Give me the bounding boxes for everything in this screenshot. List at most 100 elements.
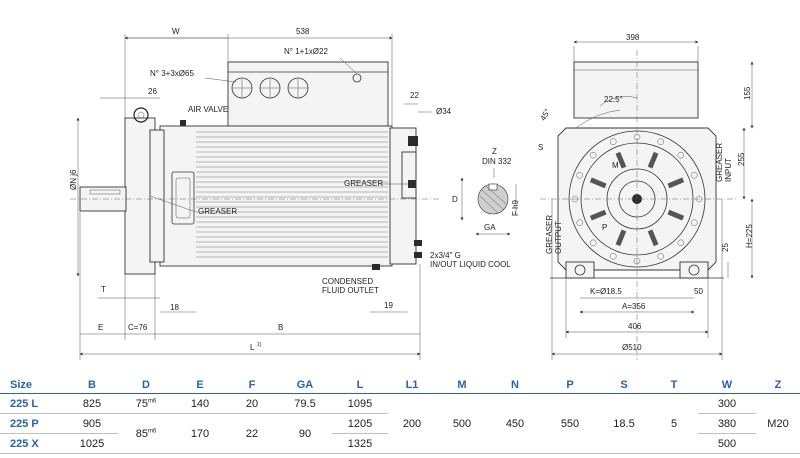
table-cell-shared: 5 bbox=[650, 393, 698, 454]
dim-155-label: 155 bbox=[743, 86, 752, 100]
table-cell: 300 bbox=[698, 393, 756, 414]
motor-dimension-drawing: W 538 N° 1+1xØ22 N° 3+3xØ65 AIR VALVE 26… bbox=[69, 27, 754, 360]
end-p-label: P bbox=[602, 223, 607, 232]
note-greaser-input: GREASERINPUT bbox=[715, 143, 733, 182]
shaft-din-label: DIN 332 bbox=[482, 157, 512, 166]
table-cell: 1095 bbox=[332, 393, 388, 414]
end-shield-vents bbox=[589, 151, 685, 247]
column-header: E bbox=[174, 377, 226, 394]
dimension-table: Size B D E F GA L L1 M N P S T W Z 22 5 L… bbox=[0, 377, 800, 454]
table-cell-shared: 200 bbox=[388, 393, 436, 454]
table-cell: 90 bbox=[278, 413, 332, 454]
dim-34-label: Ø34 bbox=[436, 107, 452, 116]
dim-n-label: ØN j6 bbox=[69, 169, 78, 190]
angle-22-label: 22.5° bbox=[604, 95, 623, 104]
table-cell: 22 bbox=[226, 413, 278, 454]
inspection-window bbox=[171, 171, 195, 225]
shaft-ga-label: GA bbox=[484, 223, 496, 232]
note-greaser-output: GREASEROUTPUT bbox=[545, 215, 563, 254]
shaft-z-label: Z bbox=[492, 147, 497, 156]
table-cell: 1025 bbox=[66, 433, 118, 454]
foot-left bbox=[565, 261, 595, 279]
end-m-label: M bbox=[612, 161, 619, 170]
table-cell-shared: 450 bbox=[488, 393, 542, 454]
column-header: P bbox=[542, 377, 598, 394]
column-header: Z bbox=[756, 377, 800, 394]
table-cell: 380 bbox=[698, 413, 756, 434]
table-cell-d: 85m6 bbox=[118, 413, 174, 454]
column-header: L bbox=[332, 377, 388, 394]
dim-k-label: K=Ø18.5 bbox=[590, 287, 622, 296]
table-cell: 1325 bbox=[332, 433, 388, 454]
shaft-section-view: Z DIN 332 D GA F h9 bbox=[452, 147, 520, 236]
dim-538-label: 538 bbox=[296, 27, 310, 36]
end-s-label: S bbox=[538, 143, 543, 152]
dim-t-label: T bbox=[101, 285, 106, 294]
dim-50-label: 50 bbox=[694, 287, 703, 296]
column-header: T bbox=[650, 377, 698, 394]
dim-l-label: L bbox=[250, 343, 255, 352]
dim-255-label: 255 bbox=[737, 152, 746, 166]
shaft-d-label: D bbox=[452, 195, 458, 204]
table-cell: 1205 bbox=[332, 413, 388, 434]
table-cell-shared: M20 bbox=[756, 393, 800, 454]
table-cell: 905 bbox=[66, 413, 118, 434]
dim-e-label: E bbox=[98, 323, 103, 332]
table-cell: 170 bbox=[174, 413, 226, 454]
table-row: 225 P 905 85m6 170 22 90 1205 380 bbox=[0, 413, 800, 454]
shaft-f-label: F h9 bbox=[511, 199, 520, 216]
size-cell: 225 P bbox=[0, 413, 66, 434]
note-air-valve: AIR VALVE bbox=[188, 105, 228, 114]
column-header: W bbox=[698, 377, 756, 394]
dim-w-label: W bbox=[172, 27, 180, 36]
table-header-row: Size B D E F GA L L1 M N P S T W Z bbox=[0, 377, 800, 394]
end-terminal-box bbox=[573, 61, 699, 119]
table-cell: 500 bbox=[698, 433, 756, 454]
dim-a-label: A=356 bbox=[622, 302, 646, 311]
foot-right bbox=[679, 261, 709, 279]
dim-25-label: 25 bbox=[721, 243, 730, 252]
dim-398-label: 398 bbox=[626, 33, 640, 42]
dim-406-label: 406 bbox=[628, 322, 642, 331]
column-header: GA bbox=[278, 377, 332, 394]
air-valve bbox=[180, 120, 186, 126]
dim-c-label: C=76 bbox=[128, 323, 148, 332]
table-cell-shared: 18.5 bbox=[598, 393, 650, 454]
angle-45-label: 45° bbox=[538, 107, 552, 122]
dim-b-label: B bbox=[278, 323, 283, 332]
size-cell: 225 X bbox=[0, 433, 66, 454]
dim-22-label: 22 bbox=[410, 91, 419, 100]
dim-26-label: 26 bbox=[148, 87, 157, 96]
column-header: L1 bbox=[388, 377, 436, 394]
greaser-fitting-top bbox=[408, 136, 418, 146]
condensed-fluid-outlet bbox=[372, 264, 380, 270]
note-greaser-left: GREASER bbox=[198, 207, 237, 216]
column-header: Size bbox=[0, 377, 66, 394]
column-header: B bbox=[66, 377, 118, 394]
side-view: W 538 N° 1+1xØ22 N° 3+3xØ65 AIR VALVE 26… bbox=[69, 27, 511, 360]
cooling-fins bbox=[196, 131, 388, 258]
liquid-cool-port-1 bbox=[414, 240, 422, 246]
note-greaser-right: GREASER bbox=[344, 179, 383, 188]
table-cell: 20 bbox=[226, 393, 278, 414]
motor-frame bbox=[159, 125, 393, 267]
dim-h-label: H=225 bbox=[745, 224, 754, 248]
dim-510-label: Ø510 bbox=[622, 343, 642, 352]
liquid-cool-port-2 bbox=[414, 252, 422, 258]
table-cell-d: 75m6 bbox=[118, 393, 174, 414]
lifting-eye bbox=[133, 107, 149, 123]
dim-19-label: 19 bbox=[384, 301, 393, 310]
note-holes-65: N° 3+3xØ65 bbox=[150, 69, 194, 78]
note-holes-22: N° 1+1xØ22 bbox=[284, 47, 328, 56]
table-cell: 79.5 bbox=[278, 393, 332, 414]
table-cell: 140 bbox=[174, 393, 226, 414]
column-header: M bbox=[436, 377, 488, 394]
dim-l-superscript: 1) bbox=[257, 342, 262, 348]
column-header: D bbox=[118, 377, 174, 394]
table-row: 225 L 825 75m6 140 20 79.5 1095 200 500 … bbox=[0, 393, 800, 454]
column-header: S bbox=[598, 377, 650, 394]
greaser-fitting-right bbox=[408, 180, 416, 188]
column-header: F bbox=[226, 377, 278, 394]
table-cell-shared: 550 bbox=[542, 393, 598, 454]
